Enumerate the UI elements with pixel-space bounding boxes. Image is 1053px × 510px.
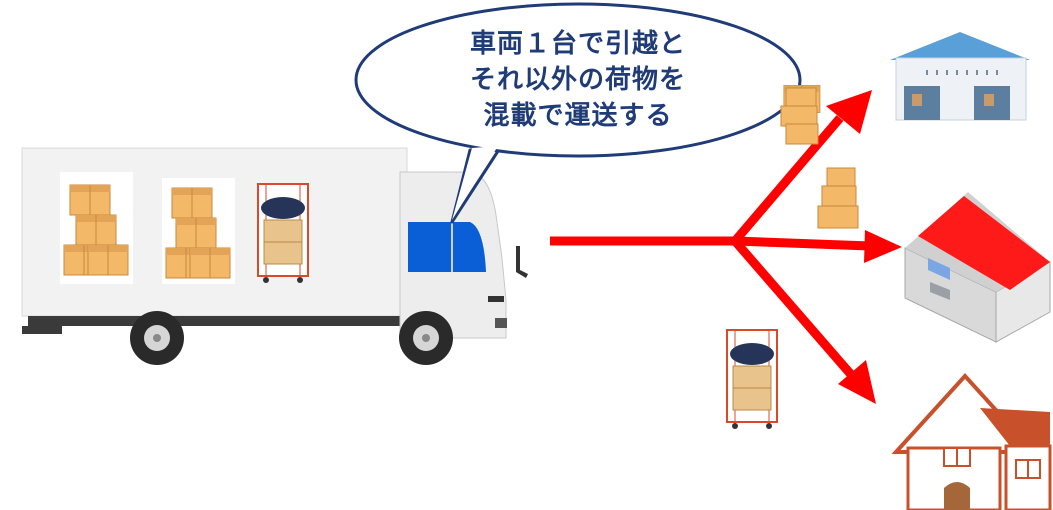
truck xyxy=(21,147,528,365)
side-mirror xyxy=(516,246,528,278)
arrowhead-building xyxy=(864,230,902,263)
arrowhead-warehouse xyxy=(826,90,872,134)
truck-cargo-cage-cart xyxy=(257,183,309,284)
truck-chassis xyxy=(28,316,498,326)
delivery-arrows xyxy=(550,115,871,381)
rear-wheel xyxy=(130,311,184,365)
house-icon xyxy=(891,373,1052,510)
arrow-to-house xyxy=(731,238,858,381)
cage-cart-house xyxy=(726,329,778,430)
box-stack-warehouse xyxy=(780,85,821,145)
speech-bubble-outline xyxy=(354,2,802,158)
truck-window xyxy=(408,222,486,272)
arrow-to-warehouse xyxy=(731,115,844,244)
arrowhead-house xyxy=(838,360,876,404)
speech-bubble-line-2: それ以外の荷物を xyxy=(469,65,686,95)
speech-bubble-text: 車両１台で引越と それ以外の荷物を 混載で運送する xyxy=(398,26,758,134)
speech-bubble-line-3: 混載で運送する xyxy=(483,101,673,131)
arrow-to-building xyxy=(734,236,871,251)
warehouse-icon xyxy=(890,32,1030,121)
box-stack-building xyxy=(817,167,859,229)
front-wheel xyxy=(399,311,453,365)
truck-cargo-box-stack-2 xyxy=(162,178,235,284)
building-icon xyxy=(904,192,1051,343)
truck-cargo-box-stack-1 xyxy=(60,172,133,284)
speech-bubble xyxy=(354,2,802,224)
speech-bubble-line-1: 車両１台で引越と xyxy=(469,29,686,59)
